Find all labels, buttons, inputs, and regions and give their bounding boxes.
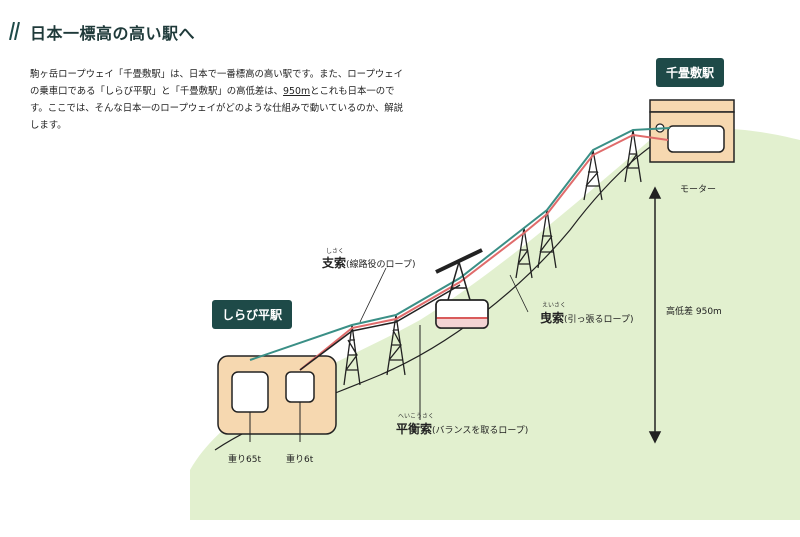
support-rope-ruby: しさく (326, 248, 345, 255)
top-station-badge: 千畳敷駅 (656, 58, 725, 87)
balance-rope-ruby: へいこうさく (398, 413, 435, 420)
intro-height-diff: 950m (283, 86, 311, 97)
support-rope-label: 支索(線路役のロープ) (322, 254, 416, 271)
intro-text-1: 駒ヶ岳ロープウェイ「千畳敷駅」は、日本で一番標高の高い駅です。また、ロープウェイ… (30, 69, 403, 97)
balance-rope-label: 平衡索(バランスを取るロープ) (396, 420, 528, 437)
height-diff-label: 高低差 950m (666, 307, 722, 317)
haul-rope-desc: (引っ張るロープ) (564, 315, 634, 325)
gondola-icon (435, 248, 489, 329)
page-title: 日本一標高の高い駅へ (30, 24, 196, 43)
mountain-slope (190, 128, 800, 520)
intro-paragraph: 駒ヶ岳ロープウェイ「千畳敷駅」は、日本で一番標高の高い駅です。また、ロープウェイ… (30, 66, 410, 134)
bottom-station-badge: しらび平駅 (212, 300, 293, 329)
support-rope-name: 支索 (322, 256, 347, 270)
support-rope-desc: (線路役のロープ) (346, 260, 416, 270)
haul-rope-dark (299, 284, 461, 371)
haul-rope-ruby: えいさく (542, 302, 567, 309)
haul-rope-label: 曳索(引っ張るロープ) (540, 309, 634, 326)
support-rope (249, 127, 671, 361)
balance-rope-name: 平衡索 (396, 422, 433, 436)
header-stripes-icon (9, 22, 20, 40)
motor-box (667, 125, 725, 153)
weight-65t-label: 重り65t (228, 455, 261, 465)
weight-65t-box (231, 371, 269, 413)
intro-text-2: とこれも日本一のです。ここでは、そんな日本一のロープウェイがどのような仕組みで動… (30, 86, 404, 131)
haul-rope (299, 133, 669, 371)
motor-label: モーター (680, 185, 717, 195)
top-station-roof (649, 99, 735, 113)
weight-6t-label: 重り6t (286, 455, 314, 465)
haul-rope-name: 曳索 (540, 311, 565, 325)
weight-6t-box (285, 371, 315, 403)
balance-rope-desc: (バランスを取るロープ) (432, 426, 529, 436)
height-arrow (648, 186, 662, 444)
